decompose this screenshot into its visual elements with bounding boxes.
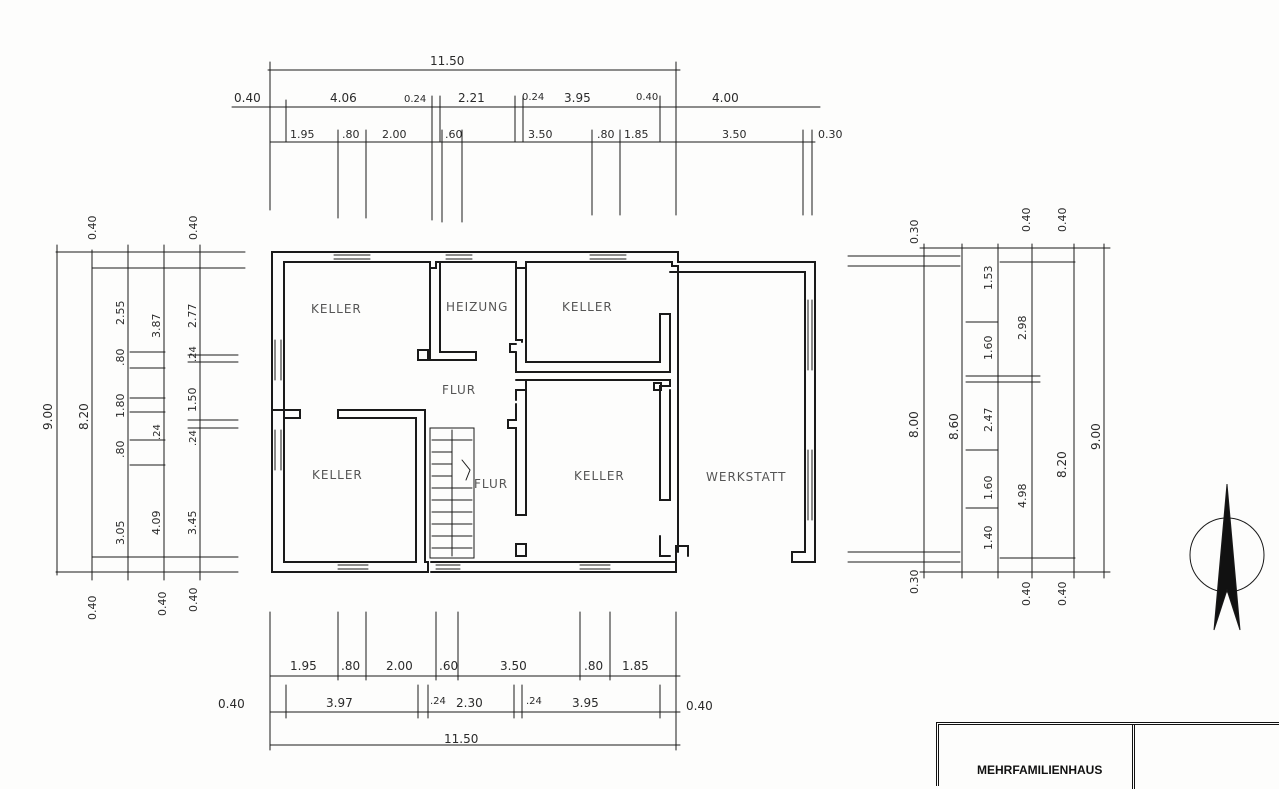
dim-bottom-total: 11.50 <box>444 732 478 746</box>
dim-left-a-2: 1.80 <box>114 394 127 419</box>
dim-bottom-r2-3: 2.30 <box>456 696 483 710</box>
dim-right-bottom-1: 0.40 <box>1020 582 1033 607</box>
dim-bottom-r2-5: 3.95 <box>572 696 599 710</box>
dim-left-top-0: 0.40 <box>86 216 99 241</box>
dim-top-r2-0: 1.95 <box>290 128 315 141</box>
left-dimension-lines <box>55 244 246 581</box>
dim-right-top-1: 0.40 <box>1020 208 1033 233</box>
dim-top-r1-7: 4.00 <box>712 91 739 105</box>
room-label-flur-stair: FLUR <box>474 477 508 491</box>
dim-right-total: 9.00 <box>1089 423 1103 450</box>
dim-right-b-0: 2.98 <box>1016 316 1029 341</box>
dim-right-outer-a: 8.00 <box>907 411 921 438</box>
dim-bottom-r1-5: .80 <box>584 659 603 673</box>
dim-left-c-2: 1.50 <box>186 388 199 413</box>
top-dimension-labels: 11.50 0.40 4.06 0.24 2.21 0.24 3.95 0.40… <box>234 54 843 141</box>
dim-bottom-r1-3: .60 <box>439 659 458 673</box>
room-label-werkstatt: WERKSTATT <box>706 470 786 484</box>
dim-top-r2-6: 1.85 <box>624 128 649 141</box>
dim-left-a-0: 2.55 <box>114 301 127 326</box>
dim-bottom-r1-1: .80 <box>341 659 360 673</box>
bottom-dimension-labels: 1.95 .80 2.00 .60 3.50 .80 1.85 0.40 3.9… <box>218 659 713 746</box>
dim-right-outer-b: 8.60 <box>947 413 961 440</box>
room-label-keller-n: KELLER <box>562 300 613 314</box>
right-dimension-labels: 0.30 0.40 0.40 8.00 8.60 1.53 1.60 2.47 … <box>907 208 1103 607</box>
dim-top-r2-3: .60 <box>445 128 463 141</box>
dim-bottom-r2-1: 3.97 <box>326 696 353 710</box>
dim-right-bottom-2: 0.40 <box>1056 582 1069 607</box>
dim-right-inner: 8.20 <box>1055 451 1069 478</box>
dim-top-r2-8: 0.30 <box>818 128 843 141</box>
walls <box>271 251 816 573</box>
left-dimension-labels: 0.40 0.40 9.00 8.20 2.55 .80 1.80 .80 3.… <box>41 216 200 621</box>
dim-top-r1-5: 3.95 <box>564 91 591 105</box>
dim-left-a-3: .80 <box>114 441 127 459</box>
dim-top-total: 11.50 <box>430 54 464 68</box>
dim-top-r2-7: 3.50 <box>722 128 747 141</box>
dim-bottom-r2-6: 0.40 <box>686 699 713 713</box>
dim-left-a-1: .80 <box>114 349 127 367</box>
dim-top-r2-5: .80 <box>597 128 615 141</box>
dim-left-b-2: 4.09 <box>150 511 163 536</box>
project-title: MEHRFAMILIENHAUS <box>977 763 1103 777</box>
dim-top-r1-1: 4.06 <box>330 91 357 105</box>
dim-top-r1-3: 2.21 <box>458 91 485 105</box>
title-cell: MEHRFAMILIENHAUS <box>939 725 1135 789</box>
dim-right-a-4: 1.40 <box>982 526 995 551</box>
dim-left-bottom-2: 0.40 <box>187 588 200 613</box>
dim-left-bottom-1: 0.40 <box>156 592 169 617</box>
dim-right-b-1: 4.98 <box>1016 484 1029 509</box>
dim-left-inner: 8.20 <box>77 403 91 430</box>
dim-bottom-r2-0: 0.40 <box>218 697 245 711</box>
dim-left-c-1: .24 <box>188 346 199 362</box>
top-dimension-lines <box>231 61 821 223</box>
dim-left-c-3: .24 <box>188 430 199 446</box>
dim-top-r1-6: 0.40 <box>636 92 658 103</box>
dim-bottom-r1-6: 1.85 <box>622 659 649 673</box>
dim-right-top-2: 0.40 <box>1056 208 1069 233</box>
dim-left-total: 9.00 <box>41 403 55 430</box>
dim-left-b-1: .24 <box>152 424 163 440</box>
dim-top-r2-1: .80 <box>342 128 360 141</box>
dim-left-c-0: 2.77 <box>186 304 199 329</box>
north-arrow-icon <box>1189 483 1265 631</box>
dim-right-a-3: 1.60 <box>982 476 995 501</box>
dim-bottom-r2-2: .24 <box>430 696 446 707</box>
staircase <box>429 427 475 559</box>
dim-bottom-r1-2: 2.00 <box>386 659 413 673</box>
dim-left-c-4: 3.45 <box>186 511 199 536</box>
room-label-keller-s: KELLER <box>574 469 625 483</box>
dim-left-b-0: 3.87 <box>150 314 163 339</box>
room-label-keller-nw: KELLER <box>311 302 362 316</box>
dim-top-r2-4: 3.50 <box>528 128 553 141</box>
room-label-keller-sw: KELLER <box>312 468 363 482</box>
dim-left-bottom-0: 0.40 <box>86 596 99 621</box>
dim-right-a-1: 1.60 <box>982 336 995 361</box>
room-label-heizung: HEIZUNG <box>446 300 508 314</box>
dim-top-r1-4: 0.24 <box>522 92 544 103</box>
dim-bottom-r1-0: 1.95 <box>290 659 317 673</box>
dim-top-r1-2: 0.24 <box>404 94 426 105</box>
dim-left-a-4: 3.05 <box>114 521 127 546</box>
dim-right-a-0: 1.53 <box>982 266 995 291</box>
right-dimension-lines <box>847 243 1111 579</box>
dim-top-r1-0: 0.40 <box>234 91 261 105</box>
bottom-dimension-lines <box>269 611 681 751</box>
dim-left-top-1: 0.40 <box>187 216 200 241</box>
windows <box>274 254 813 570</box>
room-label-flur-main: FLUR <box>442 383 476 397</box>
dim-right-a-2: 2.47 <box>982 408 995 433</box>
dim-top-r2-2: 2.00 <box>382 128 407 141</box>
dim-right-top-0: 0.30 <box>908 220 921 245</box>
dim-bottom-r2-4: .24 <box>526 696 542 707</box>
dim-bottom-r1-4: 3.50 <box>500 659 527 673</box>
dim-right-bottom-0: 0.30 <box>908 570 921 595</box>
title-block: MEHRFAMILIENHAUS <box>936 722 1279 789</box>
